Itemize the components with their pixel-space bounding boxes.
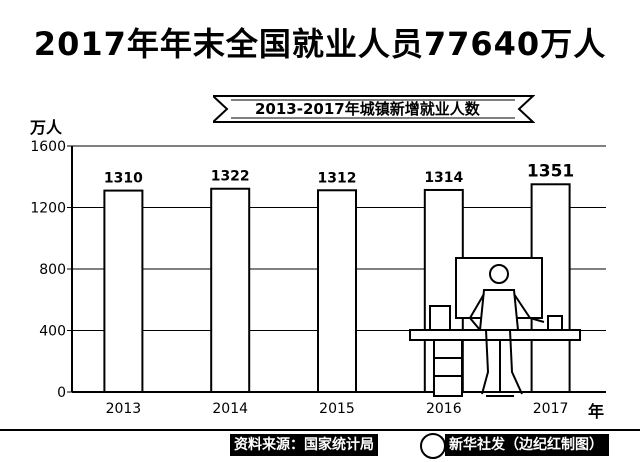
x-tick-label: 2015 — [319, 401, 355, 417]
data-label: 1310 — [104, 171, 143, 187]
bar — [103, 189, 144, 393]
office-worker-illustration — [409, 257, 581, 397]
ribbon-title: 2013-2017年城镇新增就业人数 — [255, 100, 480, 118]
y-tick-label: 0 — [57, 385, 66, 401]
data-label: 1351 — [527, 161, 574, 181]
page-title: 2017年年末全国就业人员77640万人 — [33, 25, 607, 63]
source-label: 资料来源：国家统计局 — [230, 434, 378, 456]
y-tick-label: 800 — [39, 262, 66, 278]
data-label: 1312 — [318, 170, 357, 186]
xinhua-seal-icon — [420, 433, 446, 459]
data-label: 1322 — [211, 169, 250, 185]
bar — [317, 189, 357, 393]
bar — [210, 187, 251, 393]
data-label: 1314 — [424, 170, 463, 186]
y-tick-label: 1600 — [30, 139, 66, 155]
bar-chart: 0 400 800 1200 1600 1310 2013 1322 2014 1312 2015 1… — [30, 139, 606, 417]
footer-bar — [0, 429, 640, 462]
y-axis-unit: 万人 — [30, 118, 63, 137]
x-tick-label: 2016 — [426, 401, 462, 417]
x-tick-label: 2017 — [533, 401, 569, 417]
y-tick-label: 400 — [39, 324, 66, 340]
x-tick-label: 2014 — [212, 401, 248, 417]
credit-label: 新华社发（边纪红制图） — [445, 434, 609, 456]
ribbon-banner — [213, 95, 535, 123]
x-axis-unit: 年 — [588, 402, 605, 421]
x-tick-label: 2013 — [106, 401, 142, 417]
y-tick-label: 1200 — [30, 201, 66, 217]
